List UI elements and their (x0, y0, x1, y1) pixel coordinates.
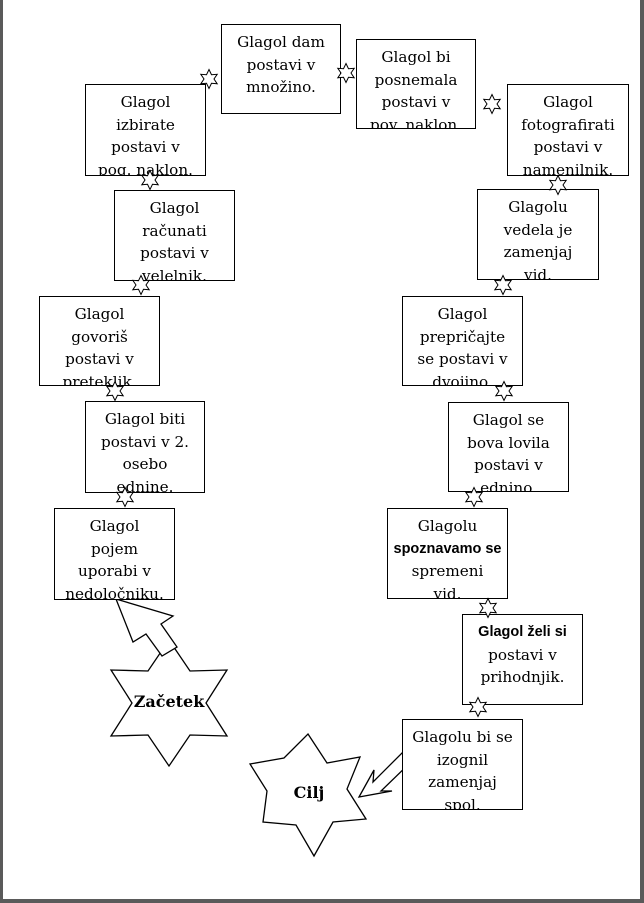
start-arrow (114, 597, 178, 657)
box-line: se postavi v (417, 350, 508, 368)
box-line: spol. (444, 795, 481, 810)
box-line: bova lovila (467, 433, 550, 452)
box-line: dvojino. (432, 372, 493, 386)
box-line: Glagol (149, 199, 200, 217)
box-line: postavi v (488, 645, 557, 664)
start-label: Začetek (133, 692, 205, 711)
box-line: Glagolu (417, 517, 478, 535)
connector-star-icon (482, 93, 502, 115)
box-line: izognil (436, 750, 489, 769)
box-vedela: Glagolu vedela je zamenjaj vid. (477, 189, 599, 280)
box-line: vid. (433, 584, 462, 599)
connector-star-icon (105, 380, 125, 402)
box-line: Glagol (120, 93, 171, 111)
start-star-shape (109, 638, 229, 768)
connector-star-icon (115, 486, 135, 508)
box-biti: Glagol biti postavi v 2. osebo ednine. (85, 401, 205, 493)
box-line: postavi v (381, 93, 451, 111)
box-line: uporabi v (78, 562, 151, 580)
box-line: namenilnik. (522, 160, 614, 176)
connector-star-icon (493, 274, 513, 296)
box-line: vedela je (503, 220, 573, 239)
box-line: zamenjaj (503, 243, 573, 261)
box-line: postavi v (246, 55, 316, 74)
box-line: množino. (246, 78, 316, 96)
box-line: postavi v (474, 456, 543, 474)
box-line: Glagol se (472, 411, 545, 429)
box-line: spremeni (411, 562, 484, 580)
box-line: Glagol (89, 517, 140, 535)
box-line: ednino. (480, 478, 537, 492)
box-line: nedoločniku. (65, 584, 164, 600)
box-line: prihodnjik. (480, 668, 565, 686)
goal-star-shape (248, 732, 368, 858)
box-line: Glagol (543, 93, 593, 111)
box-line: postavi v (533, 138, 603, 156)
box-izognil: Glagolu bi se izognil zamenjaj spol. (402, 719, 523, 810)
box-line: postavi v (111, 138, 180, 156)
connector-star-icon (468, 696, 488, 718)
box-line: velelnik. (142, 266, 207, 281)
box-izbirate: Glagol izbirate postavi v pog. naklon. (85, 84, 206, 176)
box-dam: Glagol dam postavi v množino. (221, 24, 341, 114)
box-govoris: Glagol govoriš postavi v preteklik. (39, 296, 160, 386)
box-line: osebo (122, 455, 168, 473)
connector-star-icon (140, 169, 160, 191)
box-prepricajte: Glagol prepričajte se postavi v dvojino. (402, 296, 523, 386)
box-line: Glagol biti (104, 410, 186, 428)
box-line: pojem (91, 539, 138, 558)
box-line: preteklik. (62, 372, 137, 386)
box-line: ednine. (116, 477, 174, 493)
box-line: računati (142, 221, 207, 240)
box-line: Glagol (437, 305, 488, 323)
connector-star-icon (464, 486, 484, 508)
box-racunati: Glagol računati postavi v velelnik. (114, 190, 235, 281)
box-line: fotografirati (521, 115, 615, 134)
box-line: spoznavamo se (393, 540, 502, 557)
box-line: posnemala (374, 70, 458, 89)
box-posnemala: Glagol bi posnemala postavi v pov. naklon. (356, 39, 476, 129)
arrows-layer (109, 597, 413, 858)
box-line: vid. (524, 265, 552, 280)
box-line: govoriš (71, 327, 128, 346)
box-line: prepričajte (419, 327, 506, 346)
box-fotografirati: Glagol fotografirati postavi v namenilnik. (507, 84, 629, 176)
connector-star-icon (548, 174, 568, 196)
box-line: pov. naklon. (370, 115, 462, 129)
connector-star-icon (336, 62, 356, 84)
box-line: postavi v 2. (101, 432, 189, 451)
box-line: Glagol bi (381, 48, 451, 66)
box-line: pog. naklon. (98, 160, 193, 176)
box-pojem: Glagol pojem uporabi v nedoločniku. (54, 508, 175, 600)
box-line: izbirate (116, 115, 175, 134)
connector-star-icon (199, 68, 219, 90)
box-line: postavi v (140, 244, 209, 262)
connector-star-icon (494, 380, 514, 402)
box-lovila: Glagol se bova lovila postavi v ednino. (448, 402, 569, 492)
box-zeli: Glagol želi si postavi v prihodnjik. (462, 614, 583, 705)
box-line: Glagol dam (237, 33, 325, 51)
connector-star-icon (131, 274, 151, 296)
connector-stars-layer (105, 62, 568, 718)
goal-label: Cilj (293, 783, 325, 802)
box-line: Glagol želi si (478, 624, 567, 640)
box-line: postavi v (65, 350, 134, 368)
connector-star-icon (478, 597, 498, 619)
box-line: zamenjaj (428, 773, 497, 791)
box-line: Glagol (74, 305, 125, 323)
box-line: Glagolu bi se (412, 728, 513, 746)
box-line: Glagolu (508, 198, 568, 216)
box-spoznavamo: Glagolu spoznavamo se spremeni vid. (387, 508, 508, 599)
